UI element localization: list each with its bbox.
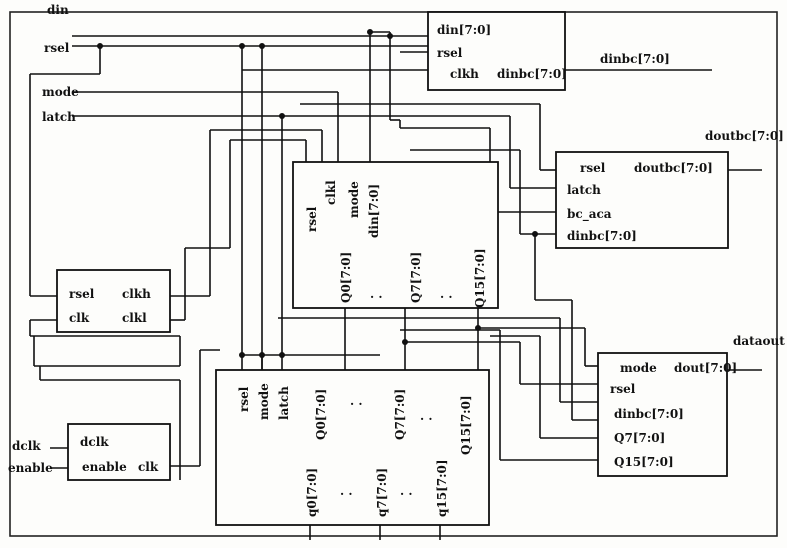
block-f-dots-2: . . bbox=[420, 409, 433, 423]
input-dclk: dclk bbox=[12, 439, 41, 453]
block-e-enable: enable bbox=[82, 460, 127, 474]
input-enable: enable bbox=[8, 461, 53, 475]
block-b: rsel doutbc[7:0] latch bc_aca dinbc[7:0] bbox=[555, 151, 729, 249]
block-g: mode dout[7:0] rsel dinbc[7:0] Q7[7:0] Q… bbox=[597, 352, 737, 477]
block-c: rsel clkl mode din[7:0] Q0[7:0] Q7[7:0] … bbox=[292, 161, 499, 309]
block-b-dinbc: dinbc[7:0] bbox=[567, 229, 637, 243]
block-f-q0: Q0[7:0] bbox=[314, 389, 328, 440]
block-d-clk: clk bbox=[69, 311, 90, 325]
block-c-rsel: rsel bbox=[305, 206, 319, 232]
block-c-dots-1: . . bbox=[370, 287, 383, 301]
block-b-bcaca: bc_aca bbox=[567, 207, 612, 222]
block-c-q15: Q15[7:0] bbox=[473, 248, 487, 308]
block-g-rsel: rsel bbox=[610, 382, 636, 396]
block-g-q7: Q7[7:0] bbox=[614, 431, 665, 445]
block-d-clkh: clkh bbox=[122, 287, 151, 301]
block-a-dinbc: dinbc[7:0] bbox=[497, 67, 567, 81]
junction-dots bbox=[97, 29, 538, 358]
block-a-din: din[7:0] bbox=[437, 23, 491, 37]
input-rsel: rsel bbox=[44, 41, 70, 55]
block-f-dots-1: . . bbox=[350, 394, 363, 408]
block-f-lq0: q0[7:0] bbox=[305, 468, 319, 517]
input-mode: mode bbox=[42, 85, 79, 99]
block-b-rsel: rsel bbox=[580, 161, 606, 175]
block-c-clkl: clkl bbox=[324, 180, 338, 205]
block-g-dinbc: dinbc[7:0] bbox=[614, 407, 684, 421]
block-d-clkl: clkl bbox=[122, 311, 147, 325]
block-c-q0: Q0[7:0] bbox=[339, 252, 353, 303]
outer-frame bbox=[9, 11, 778, 537]
block-f: rsel mode latch Q0[7:0] Q7[7:0] Q15[7:0]… bbox=[215, 369, 490, 526]
block-c-dots-2: . . bbox=[440, 287, 453, 301]
block-f-q15: Q15[7:0] bbox=[459, 395, 473, 455]
output-doutbc: doutbc[7:0] bbox=[705, 129, 784, 143]
wires bbox=[29, 31, 762, 540]
input-latch: latch bbox=[42, 110, 76, 124]
block-a-clkh: clkh bbox=[450, 67, 479, 81]
block-f-mode: mode bbox=[257, 383, 271, 420]
block-a-rsel: rsel bbox=[437, 46, 463, 60]
block-f-q7: Q7[7:0] bbox=[393, 389, 407, 440]
block-c-din: din[7:0] bbox=[367, 184, 381, 238]
block-b-doutbc: doutbc[7:0] bbox=[634, 161, 713, 175]
block-d-rsel: rsel bbox=[69, 287, 95, 301]
block-g-mode: mode bbox=[620, 361, 657, 375]
block-f-lq15: q15[7:0] bbox=[435, 459, 449, 517]
block-b-latch: latch bbox=[567, 183, 601, 197]
block-g-q15: Q15[7:0] bbox=[614, 455, 674, 469]
block-e-dclk: dclk bbox=[80, 435, 109, 449]
block-f-lq7: q7[7:0] bbox=[375, 468, 389, 517]
block-c-q7: Q7[7:0] bbox=[409, 252, 423, 303]
block-a: din[7:0] rsel clkh dinbc[7:0] bbox=[427, 11, 567, 91]
block-g-dout: dout[7:0] bbox=[674, 361, 737, 375]
block-d: rsel clkh clk clkl bbox=[56, 269, 171, 333]
output-dataout: dataout bbox=[733, 334, 785, 348]
block-f-latch: latch bbox=[277, 386, 291, 420]
block-f-dots-4: . . bbox=[400, 484, 413, 498]
input-labels: din rsel mode latch dclk enable bbox=[8, 3, 79, 475]
output-dinbc: dinbc[7:0] bbox=[600, 52, 670, 66]
block-c-mode: mode bbox=[347, 181, 361, 218]
block-e-clk: clk bbox=[138, 460, 159, 474]
block-f-rsel: rsel bbox=[237, 386, 251, 412]
block-f-dots-3: . . bbox=[340, 484, 353, 498]
input-din: din bbox=[47, 3, 69, 17]
block-e: dclk enable clk bbox=[67, 423, 171, 481]
